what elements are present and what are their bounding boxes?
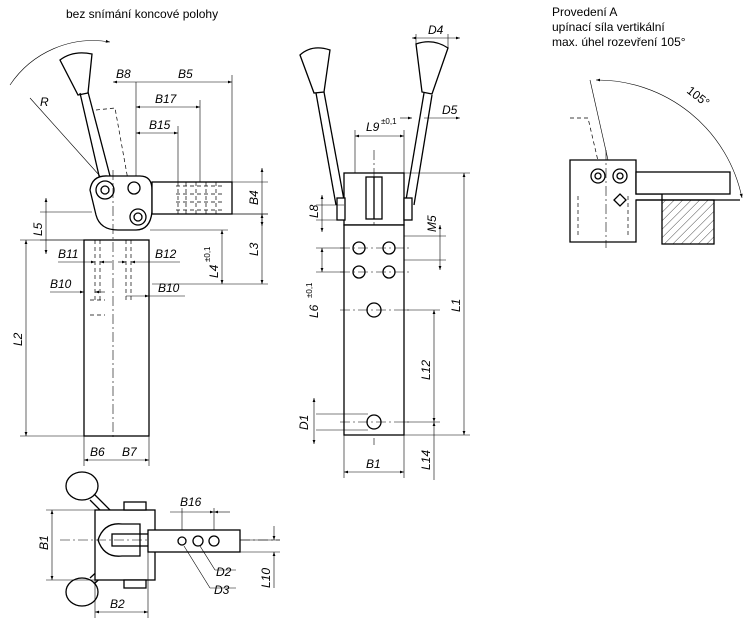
top-view: B16 B1 L10 D2 D3 B2 xyxy=(37,471,280,618)
variant-max-angle: max. úhel rozevření 105° xyxy=(552,35,686,49)
label-B10-right: B10 xyxy=(158,281,180,295)
label-D4: D4 xyxy=(428,23,444,37)
label-B11: B11 xyxy=(58,247,78,261)
label-B7: B7 xyxy=(122,445,138,459)
label-L10: L10 xyxy=(259,568,273,588)
label-L9: L9 xyxy=(366,120,380,134)
note-no-end-position-sensing: bez snímání koncové polohy xyxy=(66,7,218,21)
variant-a-detail: 105° xyxy=(569,78,743,248)
label-L6-tolerance: ±0,1 xyxy=(305,282,314,298)
label-L4: L4 xyxy=(207,264,221,278)
side-view: R xyxy=(9,39,268,466)
label-B8: B8 xyxy=(116,67,131,81)
label-angle-105: 105° xyxy=(684,83,712,109)
label-L3: L3 xyxy=(247,242,261,256)
label-L4-tolerance: ±0,1 xyxy=(203,246,212,262)
label-L8: L8 xyxy=(307,204,321,218)
label-D1: D1 xyxy=(297,415,311,430)
label-D3: D3 xyxy=(214,583,230,597)
label-D2: D2 xyxy=(216,565,232,579)
label-B2: B2 xyxy=(110,597,125,611)
label-M5: M5 xyxy=(425,215,439,232)
label-L12: L12 xyxy=(419,360,433,380)
label-B4: B4 xyxy=(247,190,261,205)
label-B10-left: B10 xyxy=(50,277,72,291)
label-L14: L14 xyxy=(419,450,433,470)
variant-clamping-force: upínací síla vertikální xyxy=(552,20,665,34)
label-B5: B5 xyxy=(178,67,193,81)
label-B12: B12 xyxy=(155,247,177,261)
label-B16: B16 xyxy=(180,495,202,509)
label-L5: L5 xyxy=(31,222,45,236)
variant-title: Provedení A xyxy=(552,5,617,19)
label-L6: L6 xyxy=(307,304,321,318)
label-L1: L1 xyxy=(449,299,463,312)
label-R: R xyxy=(40,95,49,109)
label-B6: B6 xyxy=(90,445,105,459)
label-B1-front: B1 xyxy=(366,457,381,471)
label-L9-tolerance: ±0,1 xyxy=(381,117,397,126)
label-B1-top: B1 xyxy=(37,535,51,550)
front-view: D4 D5 L9 ±0,1 L8 xyxy=(297,23,470,480)
label-D5: D5 xyxy=(442,103,458,117)
label-L2: L2 xyxy=(11,332,25,346)
label-B15: B15 xyxy=(149,118,171,132)
label-B17: B17 xyxy=(155,92,178,106)
